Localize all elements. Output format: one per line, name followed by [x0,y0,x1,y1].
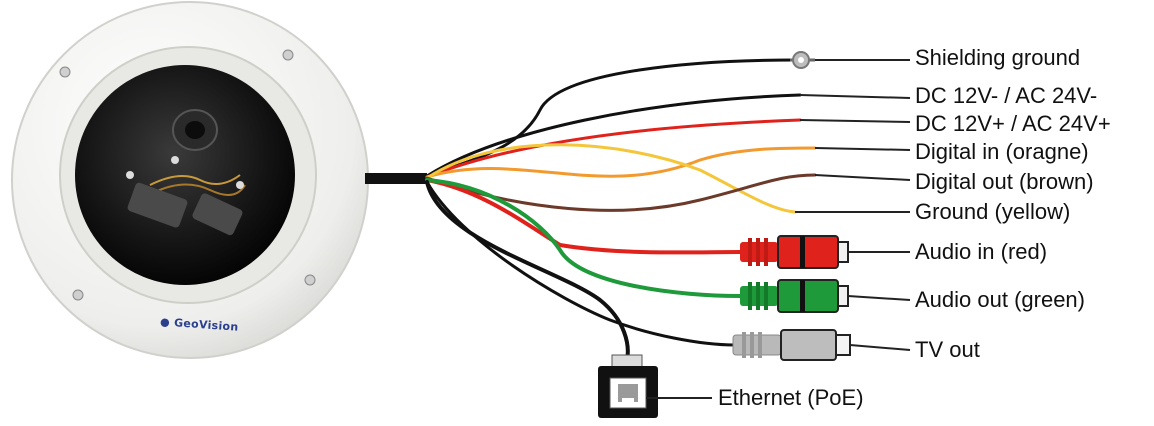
camera-internal-wires-2 [154,183,246,196]
wire-ground [425,143,797,214]
wire-audio-in [425,178,742,255]
wires [425,58,817,362]
wire-ethernet [425,180,630,362]
rca-connector-red-icon [740,235,849,269]
wire-shielding-ground [425,58,797,178]
label-tv-out: TV out [915,337,980,362]
leader-lines [646,59,911,399]
label-ethernet: Ethernet (PoE) [718,385,864,410]
dome-camera [11,1,369,359]
wire-audio-out [425,178,742,298]
brand-logo-icon: ● [159,315,171,329]
screw-icon [72,289,84,301]
camera-ir-board [127,182,188,228]
camera-lens-glass [185,121,205,139]
screw-icon [282,49,294,61]
camera-led [126,171,134,179]
label-dc-negative: DC 12V- / AC 24V- [915,83,1098,108]
camera-led [236,181,244,189]
rj45-connector-icon [598,354,658,418]
ring-terminal-icon [790,51,815,69]
label-ground: Ground (yellow) [915,199,1071,224]
camera-ir-board-2 [192,193,243,236]
bnc-connector-gray-icon [732,329,851,361]
wire-digital-in [425,146,817,179]
screw-icon [304,274,316,286]
wire-tv-out [425,180,737,347]
label-digital-out: Digital out (brown) [915,169,1094,194]
wire-dc-pos [425,118,802,179]
main-cable [365,173,427,184]
wire-dc-neg [425,93,802,178]
label-audio-in: Audio in (red) [915,239,1048,264]
camera-led [171,156,179,164]
label-digital-in: Digital in (oragne) [915,139,1089,164]
camera-internal-wires [149,174,241,186]
camera-dome [75,65,295,285]
label-dc-positive: DC 12V+ / AC 24V+ [915,111,1111,136]
label-audio-out: Audio out (green) [915,287,1085,312]
label-shielding-ground: Shielding ground [915,45,1081,70]
screw-icon [59,66,71,78]
rca-connector-green-icon [740,279,849,313]
